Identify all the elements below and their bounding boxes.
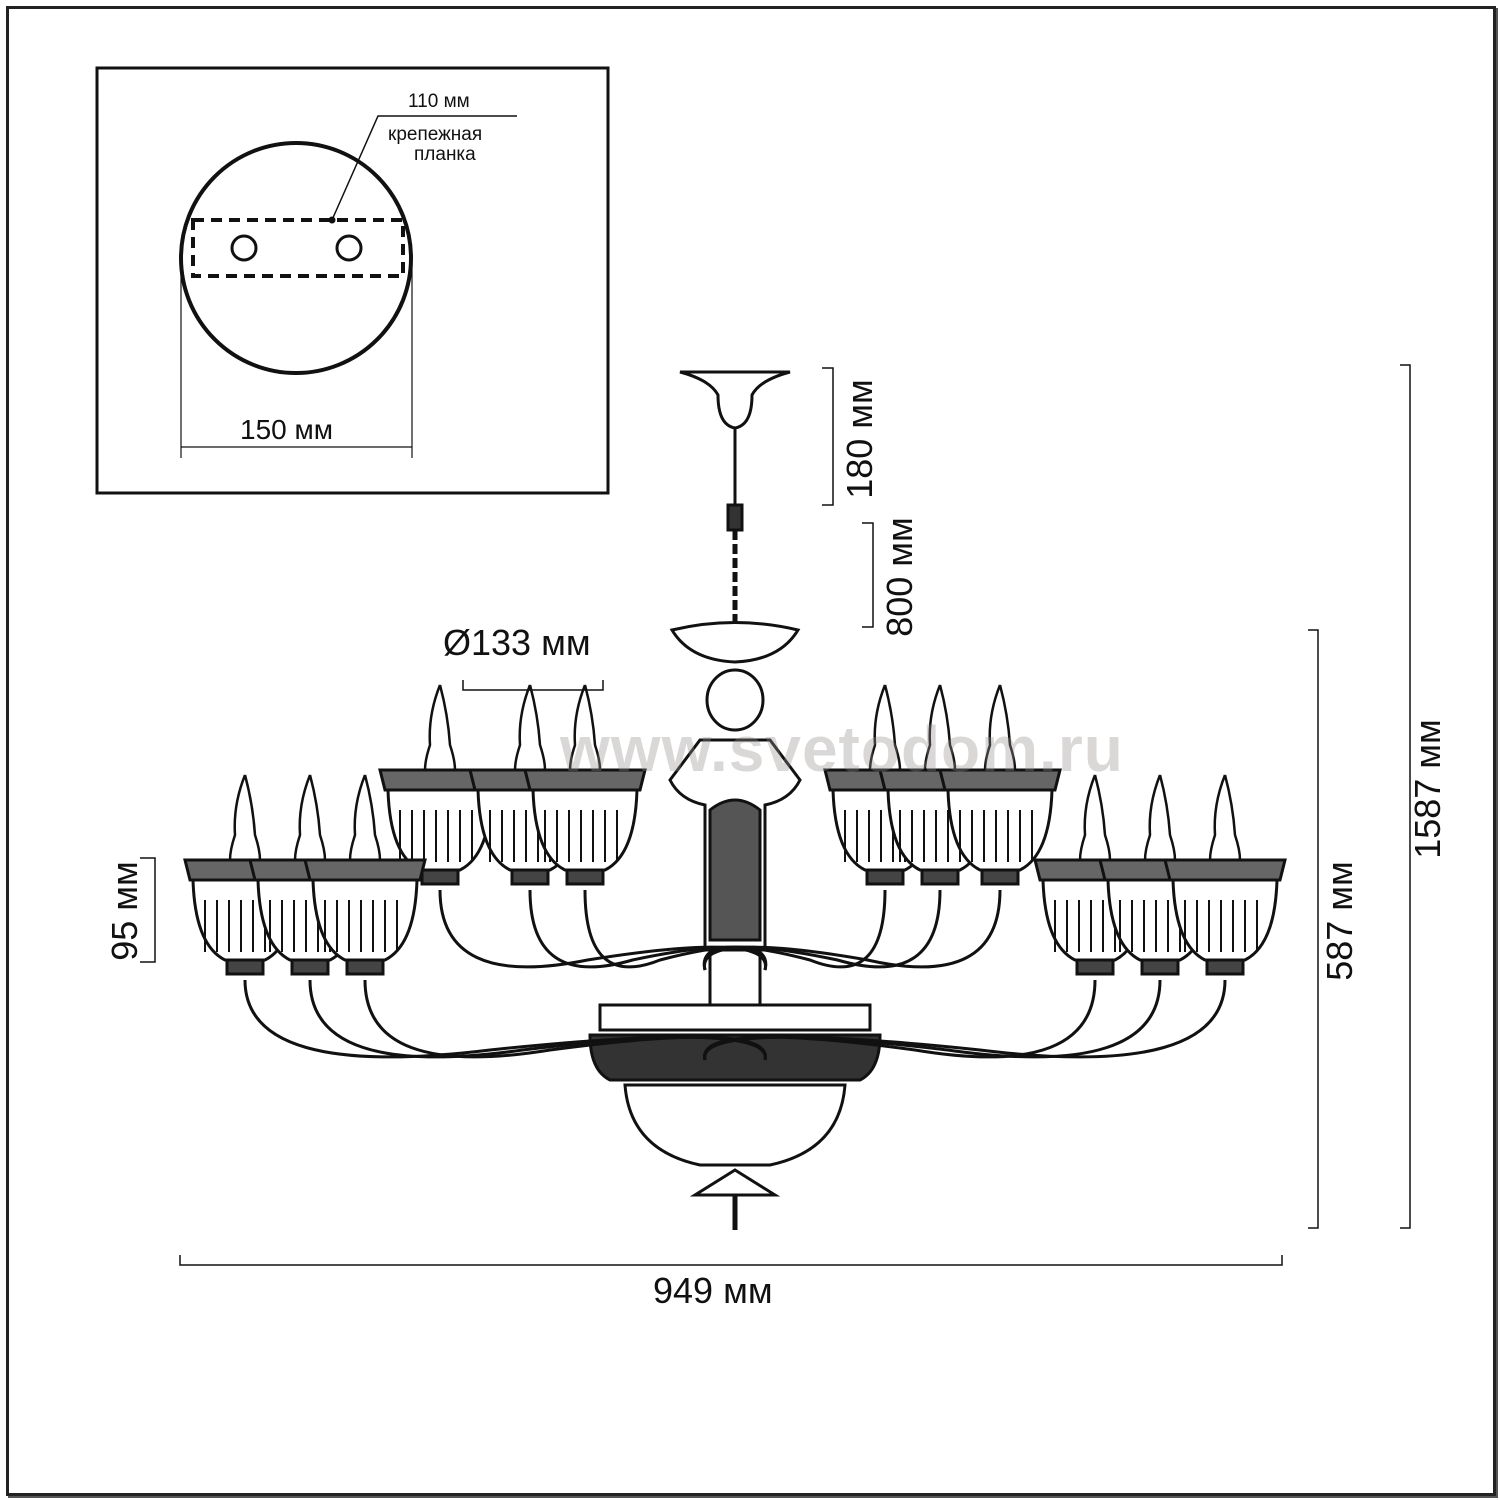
cup-rim <box>303 858 427 882</box>
top-crown <box>669 621 801 664</box>
candle-socket <box>510 868 550 886</box>
drawing-frame <box>6 6 1496 1496</box>
candle-cup <box>1163 774 1287 976</box>
candle-arm <box>583 889 768 971</box>
candle-socket <box>225 958 265 976</box>
cup-rim <box>523 768 647 792</box>
cup-rim <box>938 768 1062 792</box>
dim-chain-length <box>862 522 874 628</box>
inset-border <box>95 66 610 495</box>
candle-arm <box>438 889 767 971</box>
leader-dot <box>328 216 336 224</box>
ceiling-canopy <box>679 370 791 430</box>
watermark: www.svetodom.ru <box>560 713 1124 785</box>
candle-flame <box>348 774 382 861</box>
total-width-label: 949 мм <box>653 1270 773 1311</box>
candle-flame <box>513 684 547 771</box>
candle-arm <box>703 979 1227 1061</box>
candle-socket <box>345 958 385 976</box>
candle-flame <box>423 684 457 771</box>
bowl-rim <box>598 1003 872 1032</box>
dim-shade-diameter <box>462 680 604 691</box>
candle-flame <box>923 684 957 771</box>
candle-cup <box>523 684 647 886</box>
candle-socket <box>1075 958 1115 976</box>
lower-bowl <box>623 1083 847 1167</box>
candle-socket <box>290 958 330 976</box>
chain-length-label: 800 мм <box>878 517 920 637</box>
candle-socket <box>1205 958 1245 976</box>
shade-diameter-label: Ø133 мм <box>443 622 591 663</box>
dim-total-width <box>179 1255 1283 1266</box>
column-lattice <box>708 798 762 942</box>
plate-name-line2: планка <box>414 144 476 165</box>
mounting-plate-inset <box>95 66 610 495</box>
canopy-diameter-label: 150 мм <box>240 414 333 445</box>
chandelier-drawing <box>183 370 1287 1230</box>
dimension-lines <box>140 364 1411 1266</box>
mounting-hole-left <box>230 234 258 262</box>
bowl-band <box>588 1033 882 1082</box>
canopy-height-label: 180 мм <box>838 379 880 499</box>
canopy-circle <box>179 141 413 375</box>
candle-arm <box>363 979 767 1061</box>
candle-cup <box>303 774 427 976</box>
candle-socket <box>565 868 605 886</box>
finial-cap <box>689 1168 781 1197</box>
plate-width-label: 110 мм <box>408 91 470 112</box>
mounting-hole-right <box>335 234 363 262</box>
candle-flame <box>568 684 602 771</box>
glass-shade <box>311 878 419 962</box>
mounting-plate-dashed <box>191 218 405 278</box>
candle-flame <box>983 684 1017 771</box>
candle-flame <box>293 774 327 861</box>
chain-connector <box>726 503 744 532</box>
dim-total-height <box>1400 364 1411 1229</box>
candle-socket <box>420 868 460 886</box>
total-height-label: 1587 мм <box>1406 719 1448 859</box>
body-height-label: 587 мм <box>1318 861 1360 981</box>
candle-cup <box>938 684 1062 886</box>
candle-flame <box>1078 774 1112 861</box>
glass-shade <box>386 788 494 872</box>
candle-socket <box>865 868 905 886</box>
plate-name-line1: крепежная <box>388 124 483 145</box>
cup-rim <box>1163 858 1287 882</box>
candle-flame <box>868 684 902 771</box>
glass-shade <box>946 788 1054 872</box>
plate-leader-line <box>331 115 517 221</box>
top-ball <box>705 668 765 732</box>
glass-shade <box>531 788 639 872</box>
shade-height-label: 95 мм <box>103 861 145 961</box>
candle-socket <box>920 868 960 886</box>
candle-socket <box>1140 958 1180 976</box>
candle-flame <box>228 774 262 861</box>
candle-arm <box>702 889 1002 971</box>
glass-shade <box>1171 878 1279 962</box>
dim-canopy-height <box>822 367 834 506</box>
dim-shade-height <box>140 857 156 963</box>
candle-socket <box>980 868 1020 886</box>
dim-body-height <box>1308 629 1319 1229</box>
candle-flame <box>1208 774 1242 861</box>
candle-flame <box>1143 774 1177 861</box>
